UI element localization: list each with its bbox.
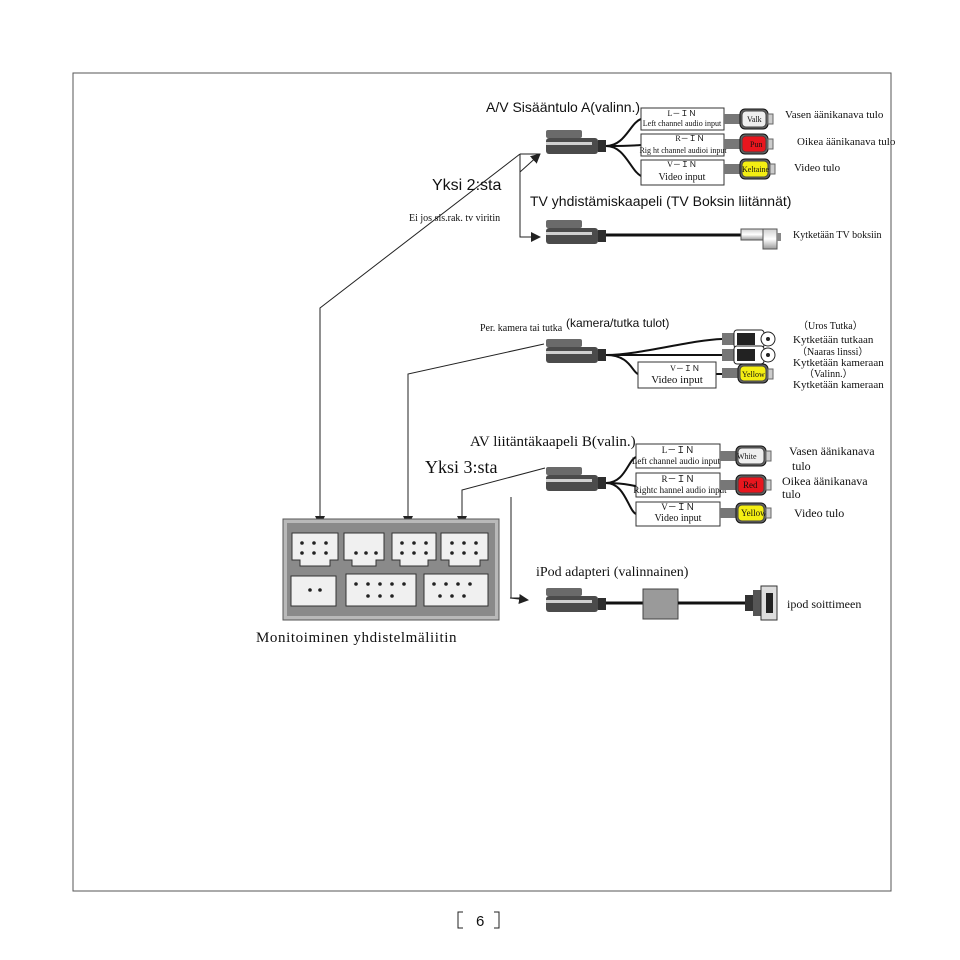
monitor-connector [282, 518, 500, 621]
connector-head-av-b [546, 467, 606, 491]
line-camera [407, 343, 545, 525]
av-a-title: A/V Sisääntulo A(valinn.) [486, 99, 640, 115]
line-yksi2 [319, 153, 521, 525]
rca-plug-white-b: White [720, 445, 772, 467]
plug-label: Keltainen [742, 165, 773, 174]
line-av-b-extra [510, 497, 520, 599]
svg-text:（Naaras linssi）: （Naaras linssi） [797, 346, 868, 358]
code: L－ＩＮ [668, 109, 697, 118]
desc: Rightc hannel audio input [633, 485, 727, 495]
camera-plugs: Yellow [722, 329, 776, 384]
desc: Video input [659, 172, 706, 183]
page-number-box: 6 [457, 911, 500, 930]
plug-slot-6 [345, 573, 417, 607]
desc: Video input [651, 374, 703, 386]
tv-plug [740, 228, 781, 250]
label-ei-jos: Ei jos sis.rak. tv viritin [409, 213, 500, 224]
connector-head-tv [546, 220, 606, 244]
label-yksi2: Yksi 2:sta [432, 177, 501, 194]
desc: Left channel audio input [632, 456, 721, 466]
rca-plug-yellow-camera: Yellow [722, 363, 774, 384]
code: L－ＩＮ [662, 445, 695, 455]
svg-text:Kytketään kameraan: Kytketään kameraan [793, 379, 884, 391]
cables-camera [605, 338, 723, 375]
plug-label: Valk [747, 115, 762, 124]
plug-slot-7 [423, 573, 489, 607]
camera-title: (kamera/tutka tulot) [566, 316, 669, 330]
connector-head-av-a [546, 130, 606, 154]
plug-label: Yellow [741, 508, 767, 518]
av-a-out-3: Video tulo [794, 162, 841, 174]
tv-out: Kytketään TV boksiin [793, 230, 882, 241]
plug-slot-1 [291, 532, 339, 567]
connector-head-camera [546, 339, 606, 363]
radar-plug [722, 329, 776, 349]
code: V－ＩＮ [661, 502, 695, 512]
av-a-row-1: L－ＩＮ Left channel audio input [640, 107, 725, 131]
camera-row: V－ＩＮ Video input [637, 361, 717, 389]
rca-plug-white: Valk [724, 108, 774, 130]
svg-text:Oikea äänikanava: Oikea äänikanava [782, 474, 868, 488]
plug-label: Red [743, 480, 758, 490]
pin-dots [300, 541, 478, 598]
plug-label: Yellow [742, 370, 765, 379]
rca-plug-yellow: Keltainen [724, 158, 776, 180]
cables-av-b [605, 456, 637, 515]
rca-plugs-av-b: White Red Yellow [720, 445, 772, 524]
ipod-dock-plug [745, 585, 778, 621]
monitor-title: Monitoiminen yhdistelmäliitin [256, 630, 457, 646]
connector-head-ipod [546, 588, 606, 612]
svg-text:Kytketään kameraan: Kytketään kameraan [793, 357, 884, 369]
code: V－ＩＮ [670, 364, 700, 373]
plug-label: Pun [750, 140, 762, 149]
svg-text:Video tulo: Video tulo [794, 506, 844, 520]
lens-plug [722, 345, 776, 365]
av-a-row-3: V－ＩＮ Video input [640, 159, 725, 186]
rca-plugs-av-a: Valk Pun Keltainen [724, 108, 776, 180]
av-a-out-2: Oikea äänikanava tulo [797, 136, 896, 148]
av-b-title: AV liitäntäkaapeli B(valin.) [470, 434, 636, 450]
code: R－ＩＮ [661, 474, 694, 484]
ipod-adapter-box [642, 588, 679, 620]
av-b-outputs: Vasen äänikanava tulo Oikea äänikanava t… [782, 444, 875, 520]
svg-text:（Uros Tutka）: （Uros Tutka） [798, 320, 863, 332]
desc: Left channel audio input [643, 119, 722, 128]
av-b-row-1: L－ＩＮ Left channel audio input [632, 443, 721, 469]
svg-text:Vasen äänikanava: Vasen äänikanava [789, 444, 875, 458]
rca-plug-red: Pun [724, 133, 774, 155]
tv-title: TV yhdistämiskaapeli (TV Boksin liitännä… [530, 193, 791, 209]
av-a-row-2: R－ＩＮ Rig ht channel audioi input [639, 133, 727, 157]
page-number: 6 [476, 913, 484, 930]
svg-text:Kytketään tutkaan: Kytketään tutkaan [793, 334, 874, 346]
av-b-row-3: V－ＩＮ Video input [635, 501, 721, 527]
page-frame [72, 72, 892, 892]
av-b-row-2: R－ＩＮ Rightc hannel audio input [633, 472, 727, 498]
plug-slot-5 [290, 575, 337, 607]
rca-plug-yellow-b: Yellow [720, 502, 772, 524]
svg-text:tulo: tulo [782, 487, 801, 501]
code: R－ＩＮ [675, 134, 704, 143]
rca-plug-red-b: Red [720, 474, 772, 496]
ipod-out: ipod soittimeen [787, 597, 861, 611]
plug-slot-2 [343, 532, 385, 567]
camera-notes: （Uros Tutka） Kytketään tutkaan （Naaras l… [793, 320, 884, 391]
plug-slot-3 [391, 532, 437, 567]
cables-av-a [605, 118, 642, 177]
code: V－ＩＮ [667, 160, 697, 169]
av-a-out-1: Vasen äänikanava tulo [785, 109, 884, 121]
svg-text:tulo: tulo [792, 459, 811, 473]
svg-text:（Valinn.）: （Valinn.） [804, 368, 853, 380]
label-yksi3: Yksi 3:sta [425, 457, 498, 477]
desc: Rig ht channel audioi input [639, 146, 727, 155]
ipod-title: iPod adapteri (valinnainen) [536, 565, 689, 580]
camera-prefix: Per. kamera tai tutka [480, 323, 563, 334]
plug-label: White [737, 452, 757, 461]
desc: Video input [655, 513, 702, 524]
